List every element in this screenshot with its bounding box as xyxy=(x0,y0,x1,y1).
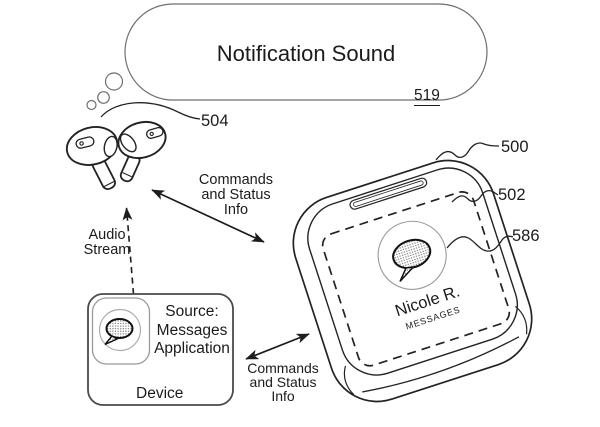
commands-lower-line3: Info xyxy=(271,387,295,404)
speech-balloon-icon xyxy=(392,238,432,282)
leader-line-502 xyxy=(451,189,499,203)
ref-500: 500 xyxy=(501,138,529,156)
ref-504: 504 xyxy=(201,112,229,130)
earbuds-illustration xyxy=(65,120,167,190)
source-line3: Application xyxy=(154,340,230,357)
commands-arrow-lower xyxy=(245,333,310,360)
device-box xyxy=(87,293,234,406)
commands-upper-line3: Info xyxy=(223,202,249,219)
notification-sound-label: Notification Sound xyxy=(216,41,396,66)
ref-586: 586 xyxy=(512,227,540,245)
commands-lower-line1: Commands xyxy=(247,360,319,376)
notification-bubble xyxy=(124,3,488,101)
audio-stream-label: Audio Stream xyxy=(75,227,139,259)
audio-line1: Audio xyxy=(88,227,126,243)
case-touchscreen-outline xyxy=(321,191,511,367)
leader-line-586 xyxy=(446,235,514,252)
case-illustration: Nicole R. MESSAGES xyxy=(292,159,533,403)
source-line2: Messages xyxy=(156,321,228,339)
ref-502: 502 xyxy=(498,186,526,204)
source-app-label: Source: Messages Application xyxy=(146,303,238,359)
leader-line-504 xyxy=(100,102,201,120)
device-label: Device xyxy=(136,385,184,402)
commands-upper-line2: and Status xyxy=(201,187,271,204)
ref-519: 519 xyxy=(414,87,440,106)
audio-line2: Stream xyxy=(83,242,131,259)
audio-stream-arrow xyxy=(122,207,135,295)
leader-line-500 xyxy=(435,142,500,161)
source-line1: Source: xyxy=(165,303,219,320)
speech-balloon-icon xyxy=(104,318,134,346)
commands-status-lower-label: Commands and Status Info xyxy=(241,360,325,404)
commands-status-upper-label: Commands and Status Info xyxy=(194,172,278,219)
case-hinge-slot xyxy=(349,177,428,210)
commands-lower-line2: and Status xyxy=(249,373,317,390)
commands-arrow-upper xyxy=(151,189,265,243)
commands-upper-line1: Commands xyxy=(198,172,274,188)
thought-trail-circles xyxy=(86,72,124,111)
